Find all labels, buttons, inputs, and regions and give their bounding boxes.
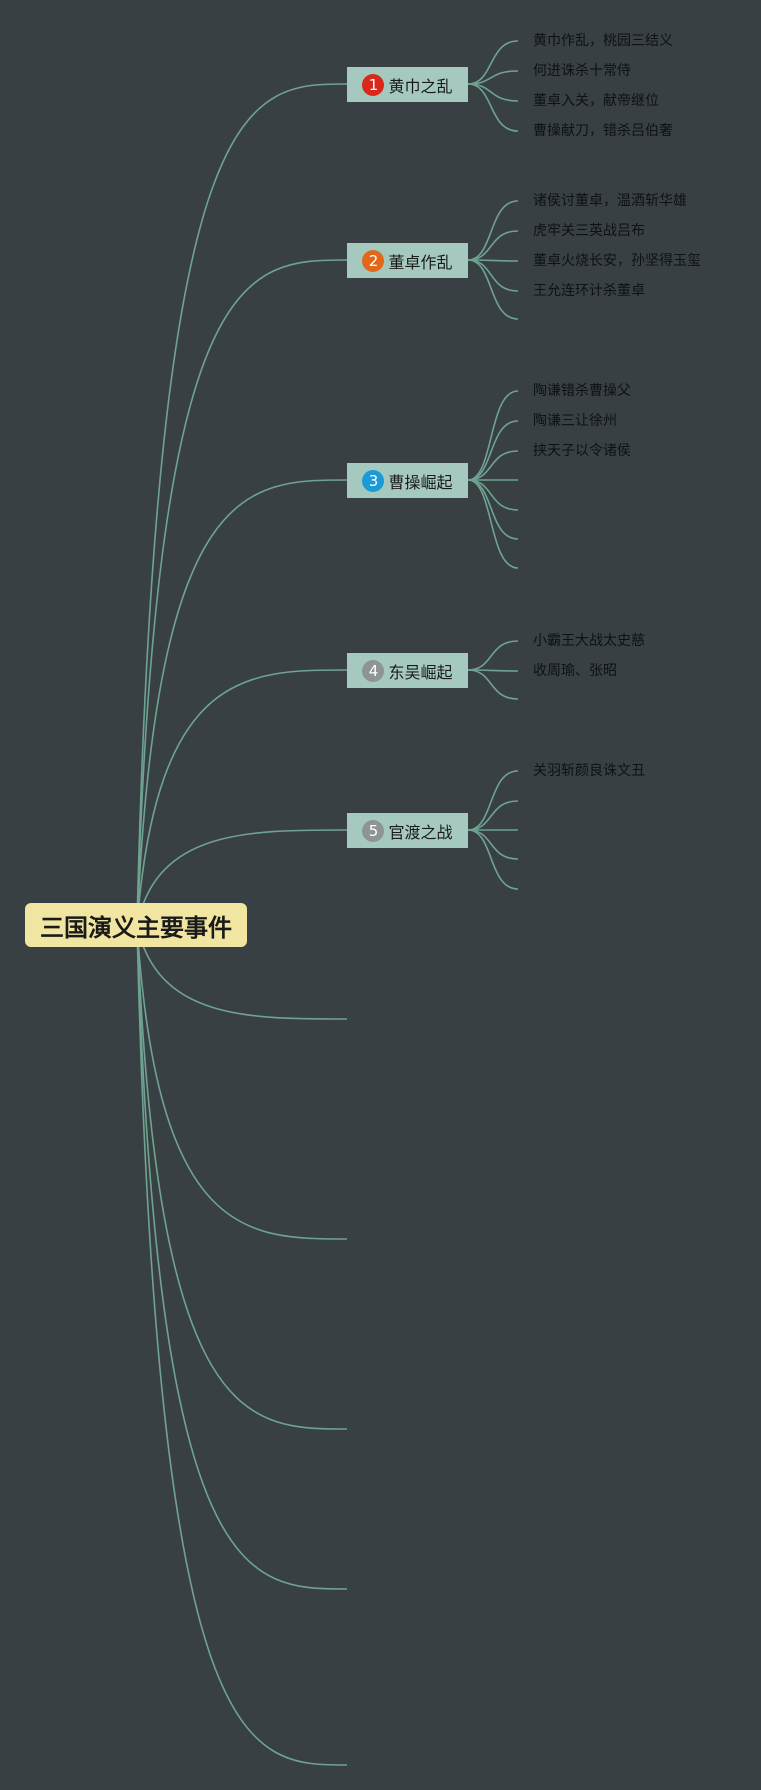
leaf-topic[interactable]: 董卓入关，献帝继位: [533, 93, 659, 109]
root-connector: [136, 829, 348, 926]
leaf-connector: [467, 479, 519, 569]
leaf-topic[interactable]: 曹操献刀，错杀吕伯奢: [533, 123, 673, 139]
branch-label-4: 东吴崛起: [388, 662, 453, 682]
branch-topic-1[interactable]: 1 黄巾之乱: [347, 67, 468, 102]
leaf-topic[interactable]: 挟天子以令诸侯: [533, 443, 631, 459]
leaf-connector: [467, 829, 519, 860]
leaf-topic[interactable]: 关羽斩颜良诛文丑: [533, 763, 645, 779]
leaf-connector: [467, 390, 519, 481]
leaf-connector: [467, 669, 519, 700]
branch-label-5: 官渡之战: [388, 822, 453, 842]
leaf-topic[interactable]: 收周瑜、张昭: [533, 663, 617, 679]
leaf-connector: [467, 479, 519, 511]
root-connector: [136, 924, 348, 1240]
root-topic[interactable]: 三国演义主要事件: [25, 903, 247, 947]
number-badge-5: 5: [362, 819, 385, 842]
leaf-connector: [467, 230, 519, 261]
number-badge-2: 2: [362, 249, 385, 272]
branch-label-2: 董卓作乱: [388, 252, 453, 272]
root-connector: [136, 924, 348, 1590]
leaf-connector: [467, 200, 519, 261]
root-connector: [136, 83, 348, 926]
leaf-connector: [467, 770, 519, 831]
leaf-topic[interactable]: 陶谦三让徐州: [533, 413, 617, 429]
root-connectors: [136, 83, 348, 1766]
leaf-topic[interactable]: 虎牢关三英战吕布: [533, 223, 645, 239]
root-connector: [136, 259, 348, 926]
number-badge-3: 3: [362, 469, 385, 492]
branch-topic-5[interactable]: 5 官渡之战: [347, 813, 468, 848]
root-connector: [136, 924, 348, 1430]
leaf-topic[interactable]: 黄巾作乱，桃园三结义: [533, 33, 673, 49]
leaf-topic[interactable]: 董卓火烧长安，孙坚得玉玺: [533, 253, 701, 269]
leaf-connector: [467, 83, 519, 132]
root-connector: [136, 669, 348, 926]
number-badge-4: 4: [362, 659, 385, 682]
leaf-topic[interactable]: 小霸王大战太史慈: [533, 633, 645, 649]
leaf-topic[interactable]: 诸侯讨董卓，温酒斩华雄: [533, 193, 687, 209]
leaf-connector: [467, 259, 519, 292]
leaf-connectors: [467, 40, 519, 890]
leaf-connector: [467, 259, 519, 320]
leaf-connector: [467, 420, 519, 481]
root-connector: [136, 924, 348, 1020]
leaf-connector: [467, 40, 519, 85]
number-badge-1: 1: [362, 73, 385, 96]
leaf-connector: [467, 800, 519, 831]
root-connector: [136, 479, 348, 926]
leaf-topic[interactable]: 何进诛杀十常侍: [533, 63, 631, 79]
leaf-connector: [467, 829, 519, 890]
leaf-topic[interactable]: 陶谦错杀曹操父: [533, 383, 631, 399]
branch-topic-3[interactable]: 3 曹操崛起: [347, 463, 468, 498]
branch-label-1: 黄巾之乱: [388, 76, 453, 96]
leaf-connector: [467, 640, 519, 671]
leaf-connector: [467, 83, 519, 102]
branch-label-3: 曹操崛起: [388, 472, 453, 492]
branch-topic-2[interactable]: 2 董卓作乱: [347, 243, 468, 278]
leaf-topic[interactable]: 王允连环计杀董卓: [533, 283, 645, 299]
leaf-connector: [467, 450, 519, 481]
root-topic-label: 三国演义主要事件: [40, 913, 232, 942]
branch-topic-4[interactable]: 4 东吴崛起: [347, 653, 468, 688]
root-connector: [136, 924, 348, 1766]
